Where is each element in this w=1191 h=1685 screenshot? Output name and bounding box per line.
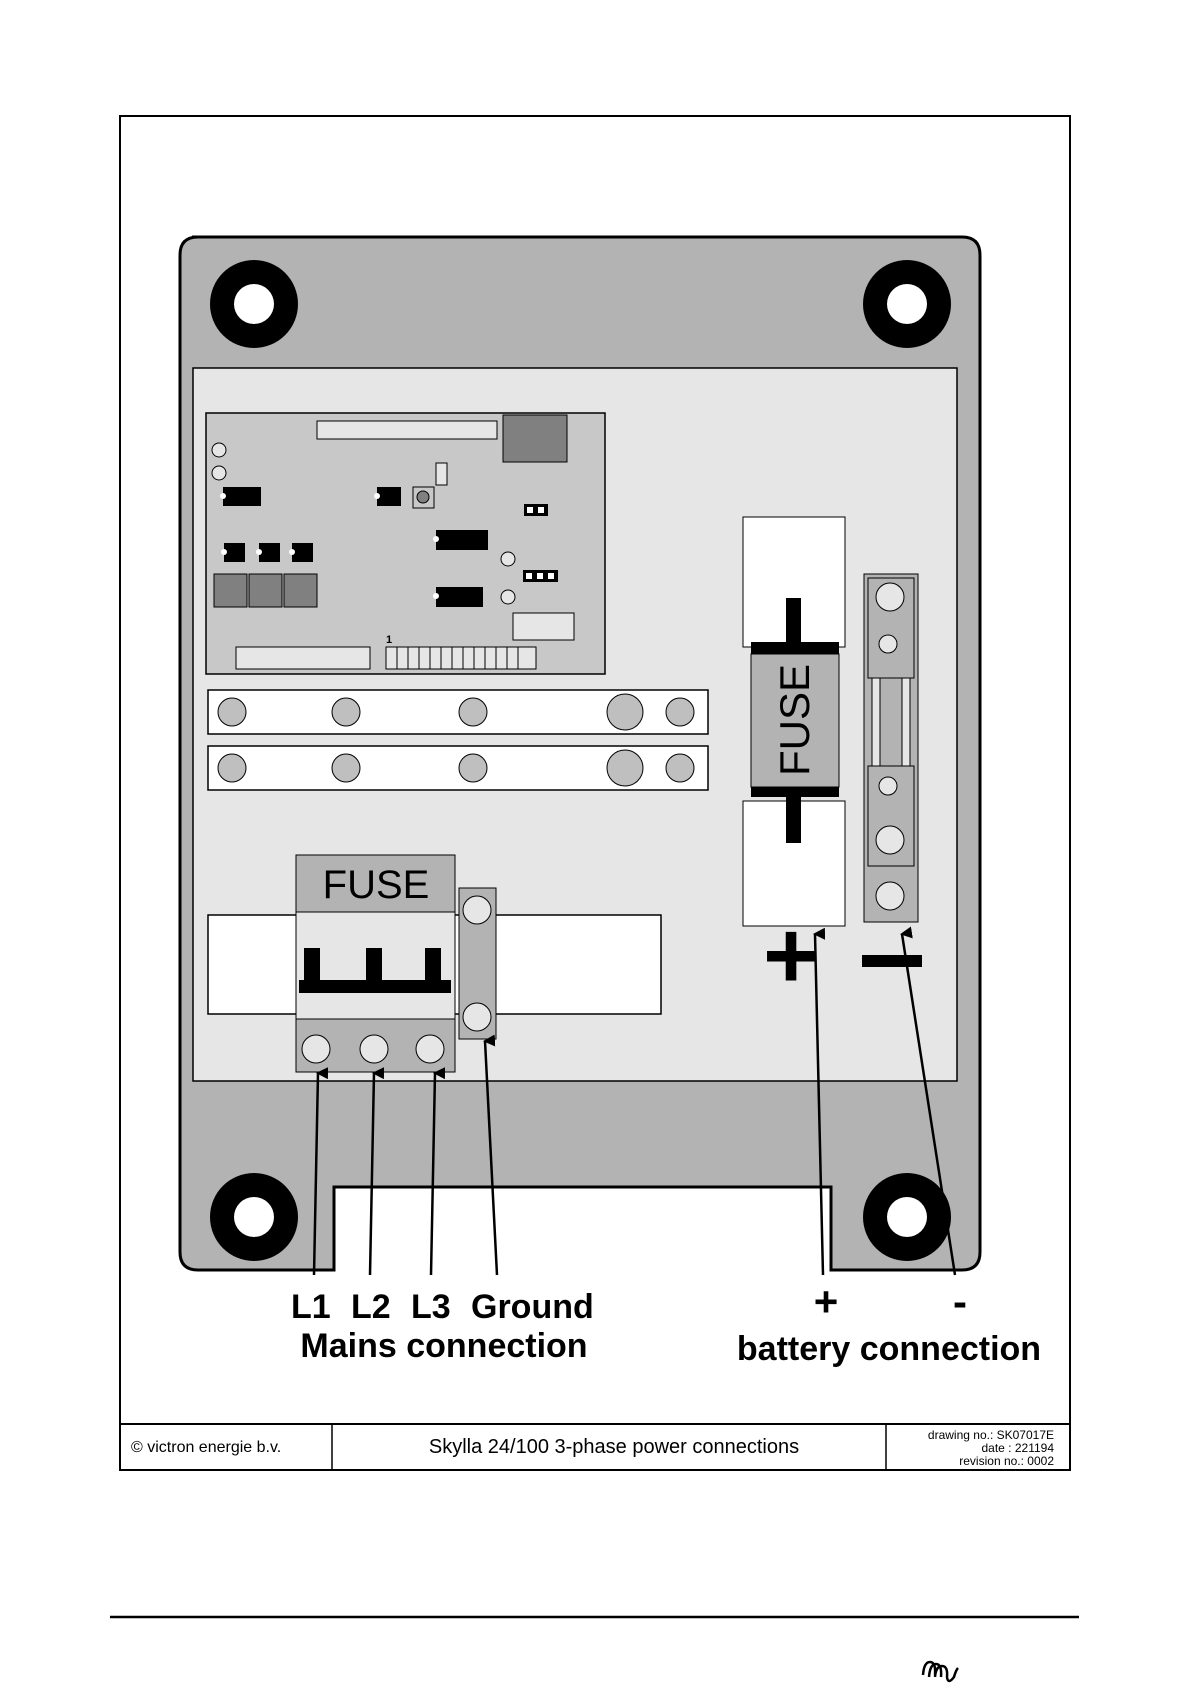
revision-number: revision no.: 0002 <box>959 1454 1054 1468</box>
battery-plus-symbol: + <box>763 902 819 1009</box>
terminal-l2 <box>360 1035 388 1063</box>
pcb-relay-block <box>503 415 567 462</box>
terminal-rail-lower <box>208 746 708 790</box>
drawing-date: date : 221194 <box>981 1441 1054 1455</box>
title-block: © victron energie b.v. Skylla 24/100 3-p… <box>120 1424 1070 1470</box>
pcb-ic <box>436 587 483 607</box>
mains-fuse-label: FUSE <box>323 863 430 907</box>
label-battery-connection: battery connection <box>737 1330 1041 1368</box>
drawing-title: Skylla 24/100 3-phase power connections <box>429 1436 799 1458</box>
pcb-connector-number: 1 <box>386 634 392 646</box>
pcb-led-1 <box>212 443 226 457</box>
battery-negative-shunt <box>862 574 922 967</box>
pcb-led-2 <box>212 466 226 480</box>
pcb-led-4 <box>501 590 515 604</box>
label-minus: - <box>953 1278 967 1325</box>
victron-logo-icon <box>923 1662 958 1681</box>
label-l1: L1 <box>291 1288 331 1326</box>
label-l3: L3 <box>411 1288 451 1326</box>
terminal-l1 <box>302 1035 330 1063</box>
pcb-ic <box>292 543 313 562</box>
terminal-battery-minus <box>876 882 904 910</box>
label-l2: L2 <box>351 1288 391 1326</box>
terminal-ground <box>463 1003 491 1031</box>
control-pcb: 1 <box>206 413 605 674</box>
label-mains-connection: Mains connection <box>300 1327 587 1365</box>
mounting-hole-bottom-right <box>863 1173 951 1261</box>
terminal-l3 <box>416 1035 444 1063</box>
mounting-hole-bottom-left <box>210 1173 298 1261</box>
label-plus: + <box>814 1278 839 1325</box>
copyright-text: © victron energie b.v. <box>131 1439 281 1456</box>
label-ground: Ground <box>471 1288 594 1326</box>
pcb-ic <box>377 487 401 506</box>
pcb-ic <box>436 530 488 550</box>
battery-fuse-cap-top <box>751 642 839 654</box>
pcb-terminal-strip <box>386 647 536 669</box>
pcb-header-connector <box>317 421 497 439</box>
pcb-component <box>513 613 574 640</box>
pcb-led-3 <box>501 552 515 566</box>
pcb-ic <box>223 487 261 506</box>
pcb-ic <box>224 543 245 562</box>
terminal-ground-upper <box>463 896 491 924</box>
drawing-number: drawing no.: SK07017E <box>928 1428 1054 1442</box>
battery-fuse-label: FUSE <box>771 664 818 776</box>
terminal-rail-upper <box>208 690 708 734</box>
pcb-relay <box>249 574 282 607</box>
battery-fuse-cap-bottom <box>751 787 839 797</box>
pcb-ic <box>259 543 280 562</box>
pcb-edge-connector <box>236 647 370 669</box>
mounting-hole-top-right <box>863 260 951 348</box>
pcb-relay <box>284 574 317 607</box>
battery-minus-symbol <box>862 955 922 967</box>
mounting-hole-top-left <box>210 260 298 348</box>
pcb-relay <box>214 574 247 607</box>
pcb-jumper <box>436 463 447 485</box>
